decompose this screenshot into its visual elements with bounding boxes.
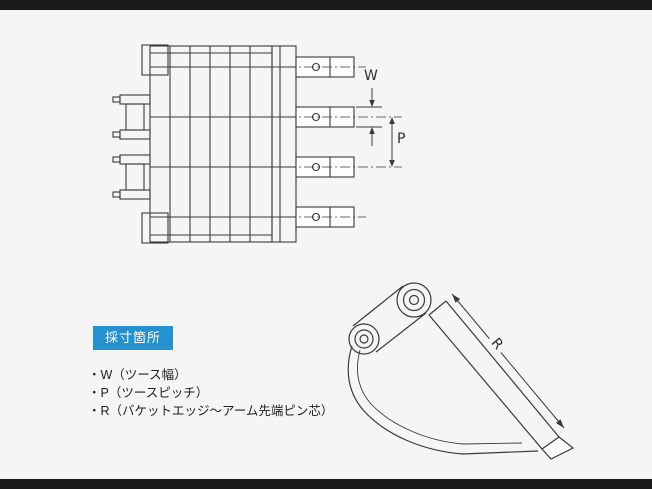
- legend: 採寸箇所 ・W（ツース幅） ・P（ツースピッチ） ・R（バケットエッジ～アーム先…: [88, 326, 333, 420]
- arm-pin-boss: [396, 282, 432, 318]
- dimension-label-w: W: [364, 68, 378, 84]
- tooth-centerlines: [286, 66, 402, 218]
- p-dimension: [389, 117, 395, 167]
- legend-item-r: ・R（バケットエッジ～アーム先端ピン芯）: [88, 404, 334, 418]
- legend-item-p: ・P（ツースピッチ）: [88, 386, 209, 400]
- bucket-top-view: [112, 44, 402, 244]
- bucket-side-view: [347, 282, 575, 460]
- bucket-shell-outer: [347, 345, 539, 455]
- top-view-mounting-brackets: [112, 94, 151, 200]
- dimension-label-p: P: [397, 131, 406, 147]
- legend-item-w: ・W（ツース幅）: [88, 368, 187, 382]
- legend-list: ・W（ツース幅） ・P（ツースピッチ） ・R（バケットエッジ～アーム先端ピン芯）: [88, 366, 333, 420]
- legend-title: 採寸箇所: [93, 326, 174, 350]
- top-letterbox-bar: [0, 0, 652, 10]
- top-view-bucket-body: [141, 44, 297, 244]
- bucket-tip-tooth: [541, 436, 575, 460]
- link-pin-boss: [348, 323, 380, 355]
- bottom-letterbox-bar: [0, 479, 652, 489]
- bucket-shell-inner: [357, 349, 523, 445]
- w-dimension: [356, 88, 382, 146]
- bucket-teeth: [295, 56, 355, 228]
- bucket-edge-band: [428, 300, 560, 450]
- r-dimension: [451, 293, 565, 429]
